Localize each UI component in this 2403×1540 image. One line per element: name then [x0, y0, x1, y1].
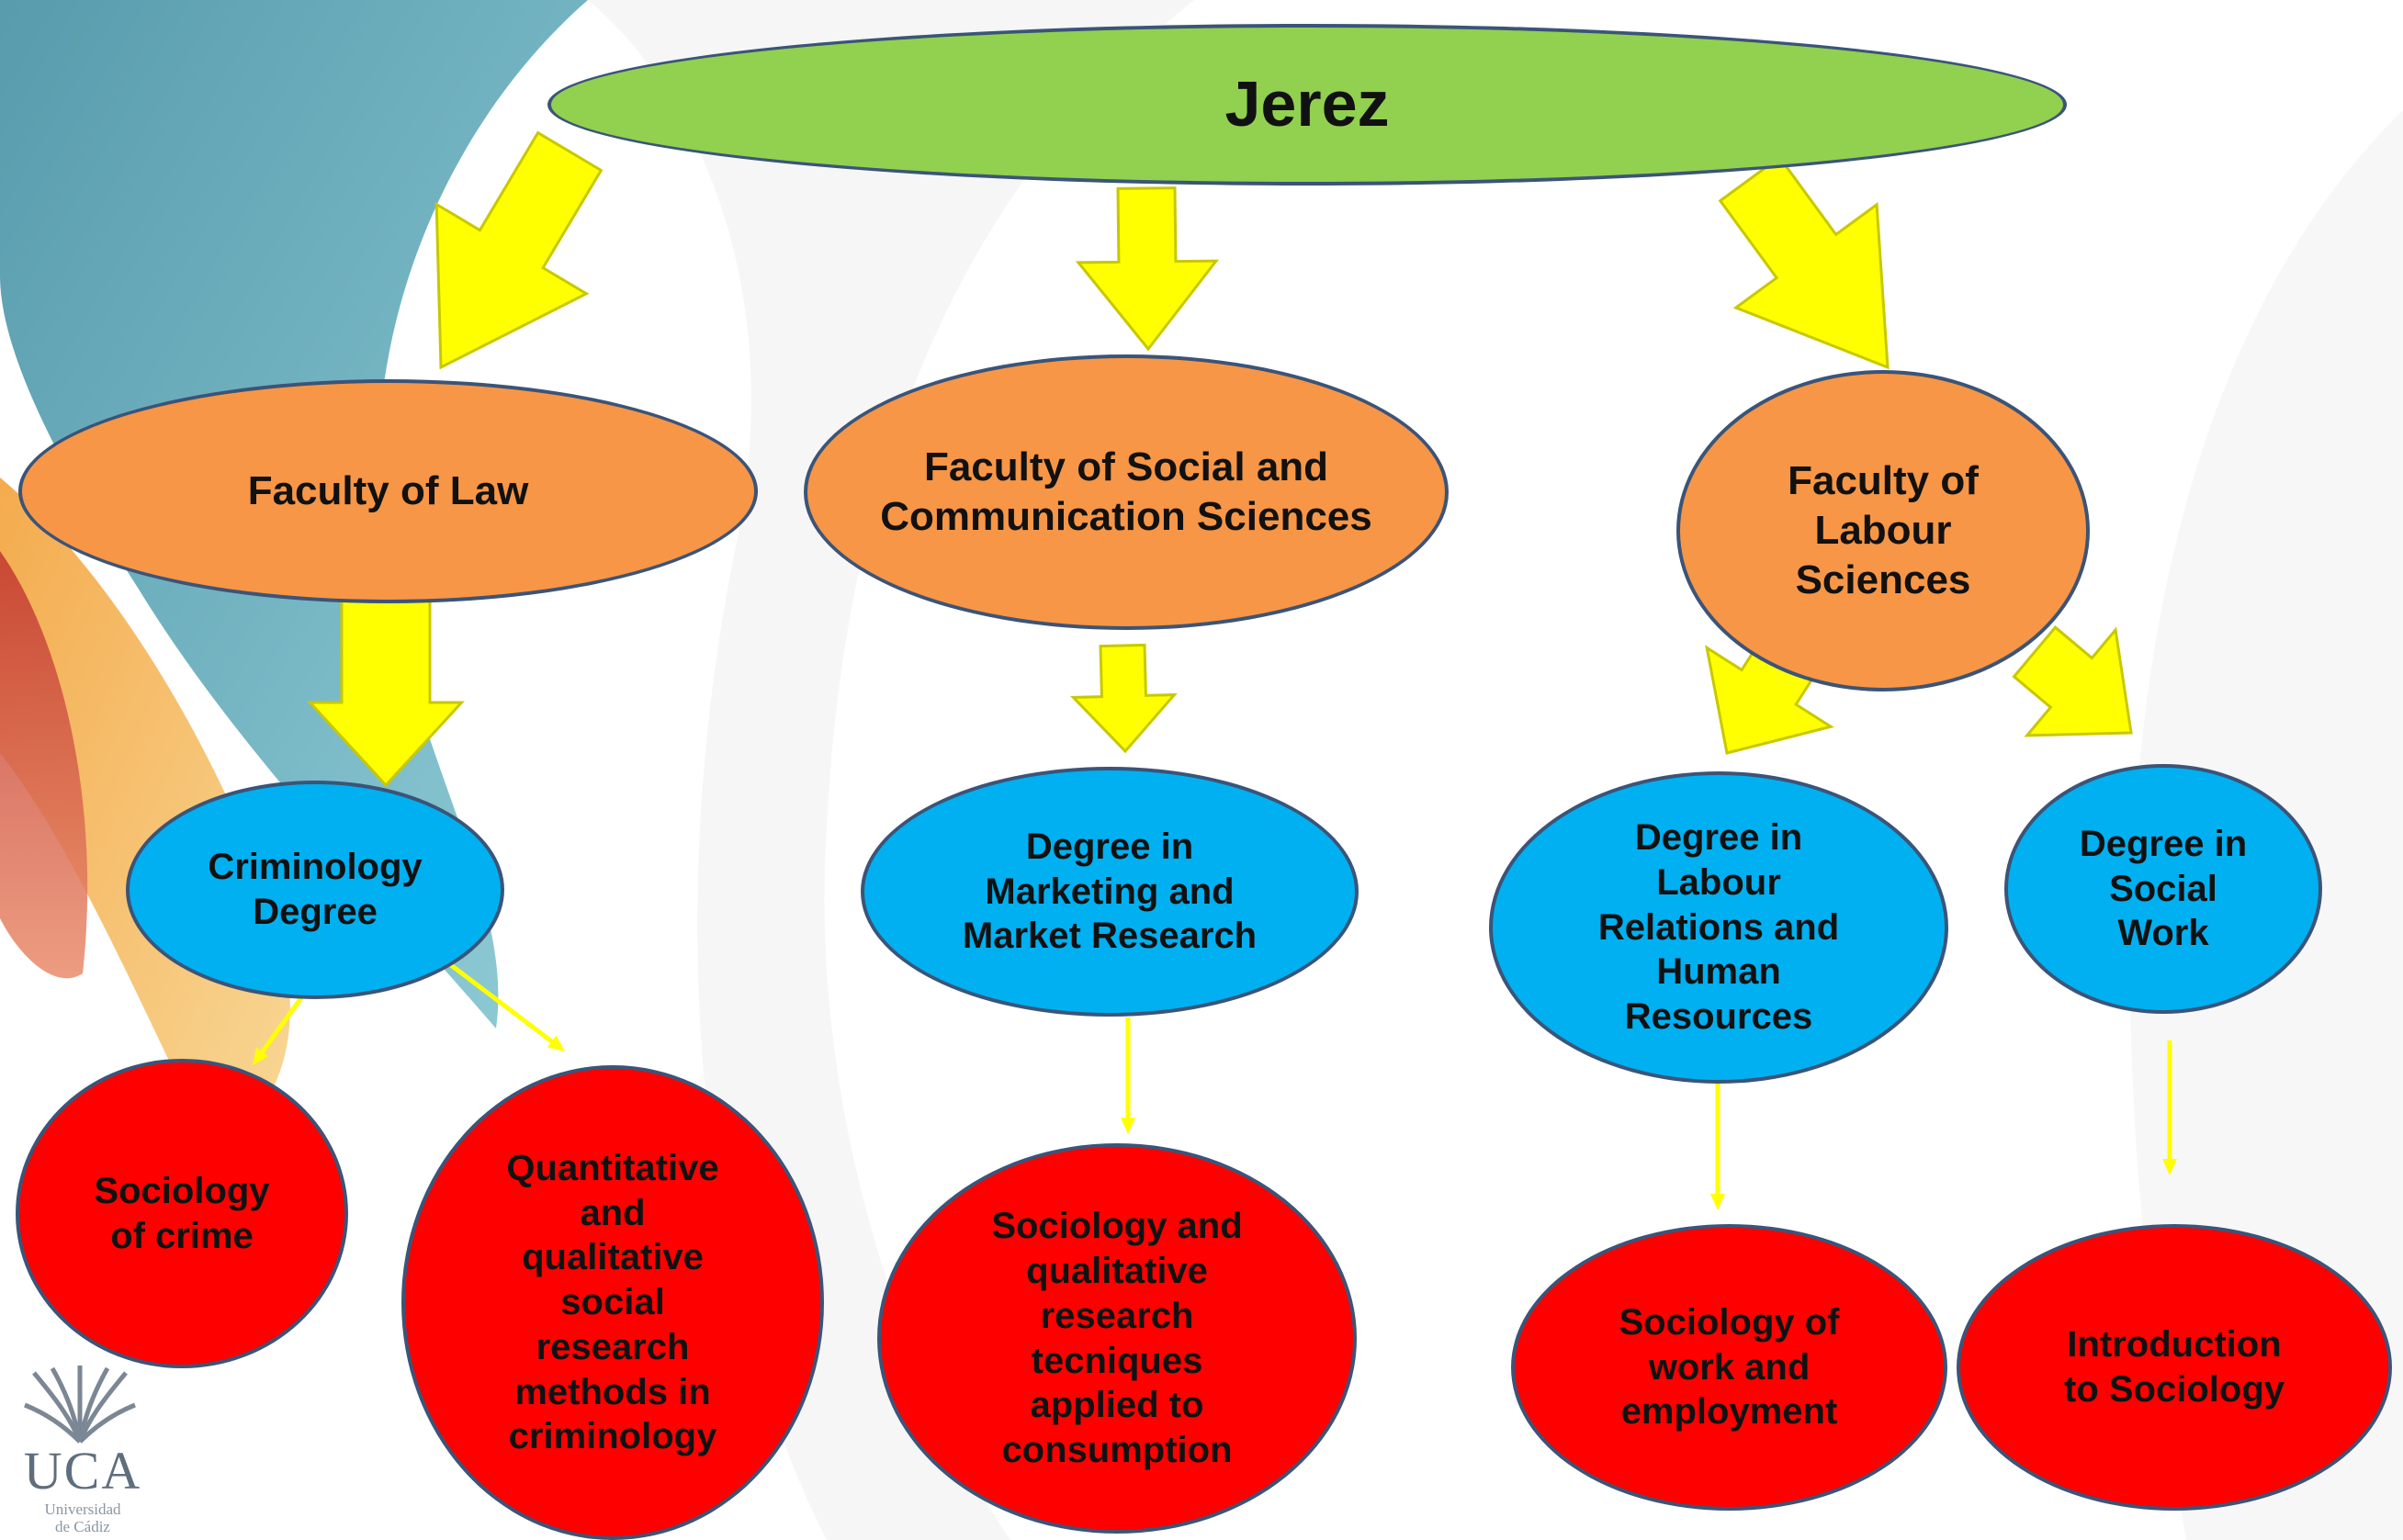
- course-qualitative-consumption-node: Sociology and qualitative research tecni…: [877, 1143, 1357, 1534]
- course-sociology-of-crime-node: Sociology of crime: [16, 1059, 348, 1368]
- course-intro-sociology-node: Introduction to Sociology: [1957, 1224, 2392, 1511]
- uca-logo-text: UCA: [23, 1441, 142, 1501]
- course-work-employment-node: Sociology of work and employment: [1511, 1224, 1947, 1511]
- root-node: Jerez: [547, 24, 2067, 185]
- uca-logo-emblem: [24, 1366, 136, 1444]
- arrow-root-to-law: [434, 130, 604, 370]
- arrow-labour-relations-to-work: [1710, 1074, 1725, 1210]
- red-swirl: [0, 551, 88, 979]
- arrow-criminology-to-methods: [446, 961, 565, 1051]
- degree-labour-relations-node: Degree in Labour Relations and Human Res…: [1489, 771, 1948, 1084]
- faculty-social-communication-node: Faculty of Social and Communication Scie…: [804, 354, 1449, 630]
- course-research-methods-criminology-node: Quantitative and qualitative social rese…: [401, 1065, 824, 1540]
- arrow-social-work-to-intro: [2162, 1040, 2177, 1175]
- arrow-law-to-criminology: [307, 590, 465, 788]
- faculty-labour-node: Faculty of Labour Sciences: [1676, 370, 2090, 691]
- arrow-root-to-labour: [1718, 155, 1890, 370]
- degree-criminology-node: Criminology Degree: [126, 781, 504, 999]
- arrow-marketing-to-consumption: [1121, 1017, 1135, 1134]
- arrow-social-to-marketing: [1070, 643, 1178, 754]
- uca-logo-subtitle: Universidad de Cádiz: [44, 1501, 121, 1535]
- arrow-labour-to-social-work: [2012, 625, 2133, 737]
- arrow-root-to-social: [1075, 186, 1219, 352]
- faculty-law-node: Faculty of Law: [18, 379, 758, 603]
- degree-social-work-node: Degree in Social Work: [2004, 764, 2322, 1014]
- degree-marketing-node: Degree in Marketing and Market Research: [861, 767, 1359, 1017]
